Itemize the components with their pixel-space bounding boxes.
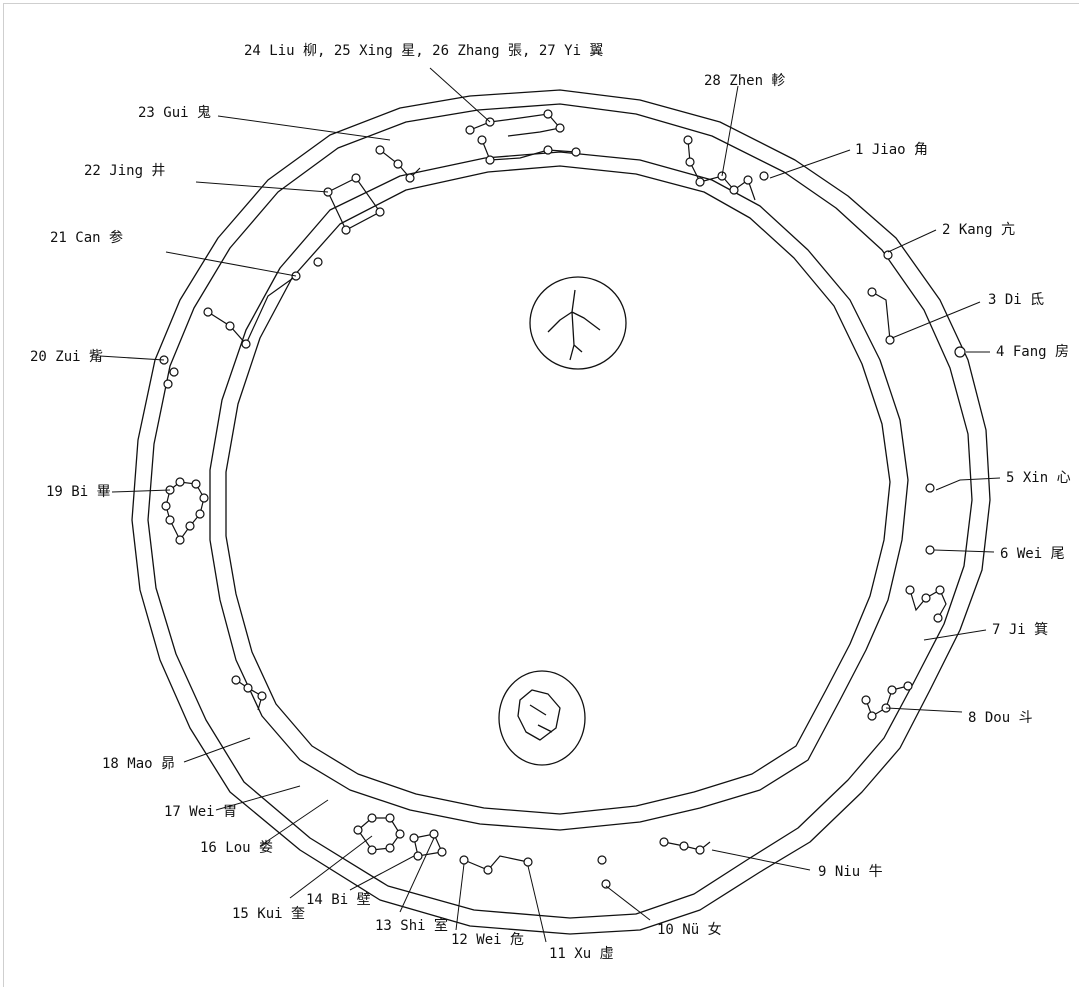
constellation-kang bbox=[884, 251, 892, 259]
constellation-kui bbox=[354, 814, 404, 854]
outer-ring-edge-2 bbox=[148, 104, 972, 918]
constellation-can bbox=[204, 272, 300, 348]
leader-kui bbox=[290, 836, 372, 898]
leader-niu bbox=[712, 850, 810, 870]
label-liu-xing-zhang-yi: 24 Liu 柳, 25 Xing 星, 26 Zhang 張, 27 Yi 翼 bbox=[244, 43, 603, 59]
constellation-jiao bbox=[760, 172, 768, 180]
label-bi14: 14 Bi 壁 bbox=[306, 892, 371, 908]
label-wei12: 12 Wei 危 bbox=[451, 932, 524, 948]
leader-di bbox=[892, 302, 980, 338]
label-kang: 2 Kang 亢 bbox=[942, 222, 1015, 238]
constellation-bi14 bbox=[410, 830, 446, 860]
constellation-wei6 bbox=[926, 546, 934, 554]
constellation-mao bbox=[232, 676, 266, 710]
leader-gui bbox=[218, 116, 390, 140]
leader-zui bbox=[100, 356, 164, 360]
constellation-bi19 bbox=[162, 478, 208, 544]
label-kui: 15 Kui 奎 bbox=[232, 906, 305, 922]
label-can: 21 Can 参 bbox=[50, 230, 123, 246]
label-jiao: 1 Jiao 角 bbox=[855, 142, 928, 158]
label-xu: 11 Xu 虛 bbox=[549, 946, 614, 962]
label-wei6: 6 Wei 尾 bbox=[1000, 546, 1065, 562]
leader-wei12 bbox=[456, 864, 464, 930]
constellation-nu bbox=[598, 856, 610, 888]
constellation-xin bbox=[926, 484, 934, 492]
label-di: 3 Di 氐 bbox=[988, 292, 1044, 308]
inner-ring-edge bbox=[210, 152, 908, 830]
label-zui: 20 Zui 觜 bbox=[30, 349, 103, 365]
label-mao: 18 Mao 昴 bbox=[102, 756, 175, 772]
label-fang: 4 Fang 房 bbox=[996, 344, 1069, 360]
constellation-wei12 bbox=[460, 856, 532, 874]
leader-can bbox=[166, 252, 296, 276]
leader-bi14 bbox=[350, 856, 414, 890]
constellation-ji bbox=[906, 586, 946, 622]
constellation-zhen bbox=[684, 136, 755, 200]
leader-wei6 bbox=[934, 550, 994, 552]
sun-disc bbox=[530, 277, 626, 369]
outer-ring-edge bbox=[132, 90, 990, 934]
leader-kang bbox=[888, 230, 936, 252]
leader-jiao bbox=[770, 150, 850, 178]
label-gui: 23 Gui 鬼 bbox=[138, 105, 211, 121]
moon-hare bbox=[518, 690, 560, 740]
leader-xin bbox=[936, 478, 1000, 490]
leader-ji bbox=[924, 630, 986, 640]
leader-zhen bbox=[722, 86, 738, 176]
moon-disc bbox=[499, 671, 585, 765]
label-shi: 13 Shi 室 bbox=[375, 918, 448, 934]
label-ji: 7 Ji 箕 bbox=[992, 622, 1048, 638]
sun-bird bbox=[548, 290, 600, 360]
label-xin: 5 Xin 心 bbox=[1006, 470, 1071, 486]
constellation-niu bbox=[660, 838, 710, 854]
label-niu: 9 Niu 牛 bbox=[818, 864, 883, 880]
label-nu: 10 Nü 女 bbox=[657, 922, 722, 938]
leader-bi19 bbox=[112, 490, 170, 492]
constellation-liu-xing-zhang-yi bbox=[466, 110, 580, 164]
leader-mao bbox=[184, 738, 250, 762]
label-wei17: 17 Wei 胃 bbox=[164, 804, 237, 820]
label-lou: 16 Lou 娄 bbox=[200, 840, 273, 856]
constellation-fang bbox=[955, 347, 965, 357]
constellation-di bbox=[868, 288, 894, 344]
label-dou: 8 Dou 斗 bbox=[968, 710, 1033, 726]
leader-dou bbox=[886, 708, 962, 712]
leader-jing bbox=[196, 182, 328, 192]
label-bi19: 19 Bi 畢 bbox=[46, 484, 111, 500]
label-zhen: 28 Zhen 軫 bbox=[704, 73, 785, 89]
label-jing: 22 Jing 井 bbox=[84, 163, 165, 179]
